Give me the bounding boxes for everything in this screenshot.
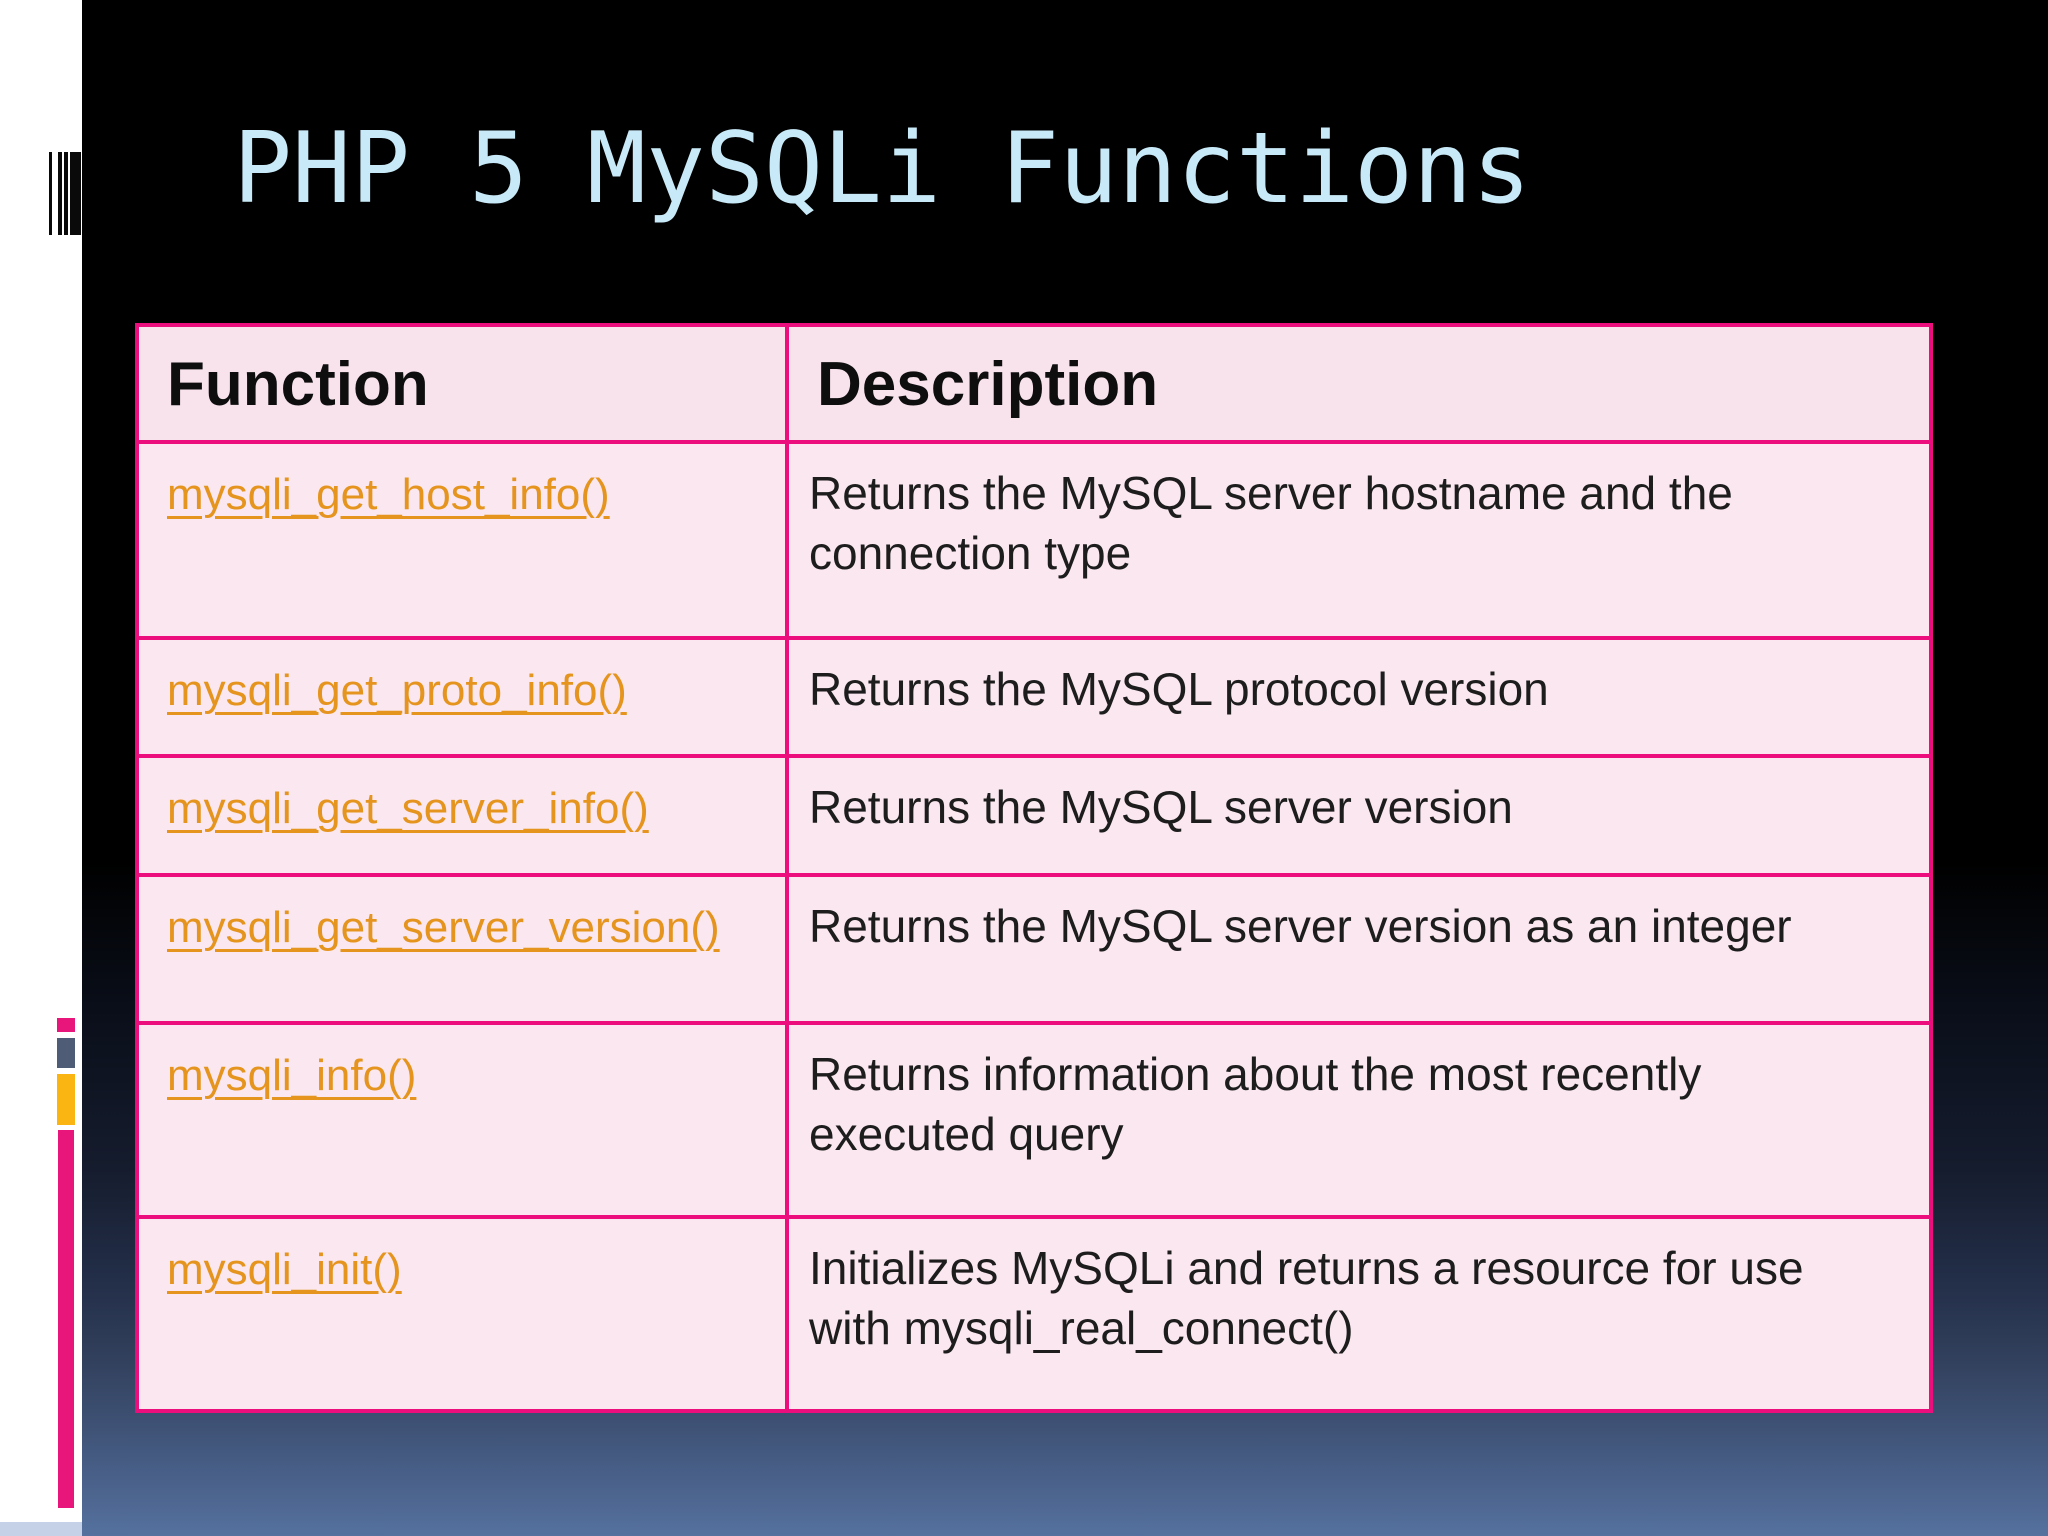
description-cell: Returns the MySQL server version — [785, 754, 1933, 877]
function-cell: mysqli_get_server_info() — [135, 754, 789, 877]
barcode-icon — [49, 152, 81, 235]
pink-block-decoration — [57, 1018, 75, 1032]
page-title: PHP 5 MySQLi Functions — [233, 112, 1532, 226]
table-row: mysqli_get_host_info() Returns the MySQL… — [135, 440, 1933, 640]
table-row: mysqli_init() Initializes MySQLi and ret… — [135, 1215, 1933, 1413]
barcode-bar — [70, 152, 81, 235]
table-row: mysqli_get_server_info() Returns the MyS… — [135, 754, 1933, 877]
function-link-mysqli-get-host-info[interactable]: mysqli_get_host_info() — [167, 470, 610, 519]
description-cell: Returns the MySQL server hostname and th… — [785, 440, 1933, 640]
pink-bar-decoration — [58, 1130, 74, 1508]
table-row: mysqli_info() Returns information about … — [135, 1021, 1933, 1219]
gray-block-decoration — [57, 1038, 75, 1068]
table-row: mysqli_get_proto_info() Returns the MySQ… — [135, 636, 1933, 758]
description-cell: Initializes MySQLi and returns a resourc… — [785, 1215, 1933, 1413]
function-cell: mysqli_get_server_version() — [135, 873, 789, 1025]
barcode-bar — [58, 152, 62, 235]
table-row: mysqli_get_server_version() Returns the … — [135, 873, 1933, 1025]
description-cell: Returns information about the most recen… — [785, 1021, 1933, 1219]
column-header-function: Function — [135, 323, 789, 444]
description-cell: Returns the MySQL protocol version — [785, 636, 1933, 758]
function-link-mysqli-get-proto-info[interactable]: mysqli_get_proto_info() — [167, 666, 627, 715]
function-cell: mysqli_info() — [135, 1021, 789, 1219]
function-link-mysqli-init[interactable]: mysqli_init() — [167, 1245, 402, 1294]
function-cell: mysqli_init() — [135, 1215, 789, 1413]
function-cell: mysqli_get_proto_info() — [135, 636, 789, 758]
functions-table: Function Description mysqli_get_host_inf… — [135, 323, 1933, 1413]
barcode-bar — [49, 152, 52, 235]
table-header-row: Function Description — [135, 323, 1933, 444]
description-cell: Returns the MySQL server version as an i… — [785, 873, 1933, 1025]
function-link-mysqli-get-server-info[interactable]: mysqli_get_server_info() — [167, 784, 649, 833]
orange-block-decoration — [57, 1074, 75, 1125]
function-link-mysqli-info[interactable]: mysqli_info() — [167, 1051, 417, 1100]
column-header-description: Description — [785, 323, 1933, 444]
strip-bottom-edge — [0, 1522, 82, 1536]
barcode-bar — [64, 152, 68, 235]
function-link-mysqli-get-server-version[interactable]: mysqli_get_server_version() — [167, 903, 720, 952]
function-cell: mysqli_get_host_info() — [135, 440, 789, 640]
